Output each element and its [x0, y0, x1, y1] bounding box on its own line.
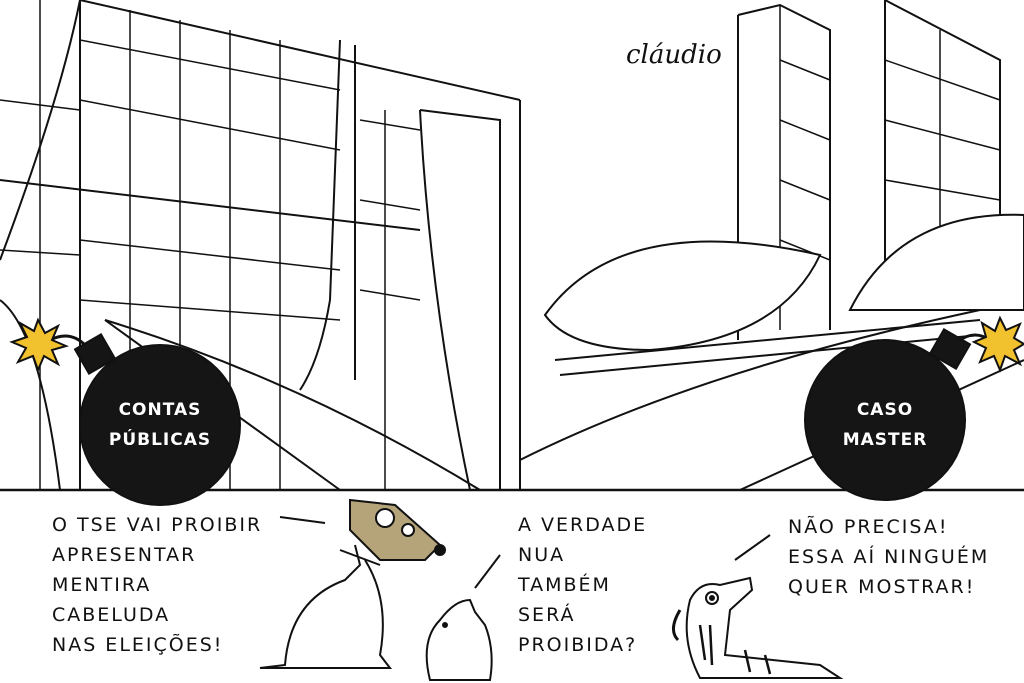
speech-line: O TSE VAI PROIBIR	[52, 514, 263, 536]
dachshund	[672, 576, 844, 679]
speech-line: NUA	[518, 544, 566, 566]
speech-tail	[474, 554, 501, 589]
bomb-label-contas-publicas: CONTAS PÚBLICAS	[95, 395, 225, 455]
sitting-dog	[259, 498, 446, 669]
speech-line: QUER MOSTRAR!	[788, 576, 976, 598]
speech-line: ESSA AÍ NINGUÉM	[788, 546, 990, 568]
spark-icon	[9, 317, 69, 373]
small-dog	[425, 598, 493, 681]
spark-icon	[971, 315, 1024, 373]
bomb-left	[9, 317, 241, 506]
bomb-label-line: MASTER	[842, 430, 928, 450]
speech-line: PROIBIDA?	[518, 634, 638, 656]
bomb-label-line: CASO	[856, 400, 914, 420]
speech-line: A VERDADE	[518, 514, 648, 536]
speech-dachshund: NÃO PRECISA! ESSA AÍ NINGUÉM QUER MOSTRA…	[788, 512, 989, 602]
speech-tail	[734, 534, 771, 561]
speech-line: NÃO PRECISA!	[788, 516, 949, 538]
left-building	[0, 0, 521, 491]
artist-signature: cláudio	[626, 40, 722, 70]
speech-line: TAMBÉM	[518, 574, 611, 596]
bomb-label-line: PÚBLICAS	[108, 430, 212, 450]
bomb-label-caso-master: CASO MASTER	[825, 395, 945, 455]
speech-line: APRESENTAR	[52, 544, 197, 566]
speech-line: CABELUDA	[52, 604, 171, 626]
speech-tail	[279, 516, 326, 524]
speech-line: SERÁ	[518, 604, 576, 626]
congress-building	[519, 0, 1024, 491]
speech-small-dog: A VERDADE NUA TAMBÉM SERÁ PROIBIDA?	[518, 510, 647, 660]
speech-line: NAS ELEIÇÕES!	[52, 634, 224, 656]
speech-line: MENTIRA	[52, 574, 152, 596]
speech-dog: O TSE VAI PROIBIR APRESENTAR MENTIRA CAB…	[52, 510, 262, 660]
bomb-right	[804, 315, 1024, 501]
bomb-label-line: CONTAS	[118, 400, 202, 420]
